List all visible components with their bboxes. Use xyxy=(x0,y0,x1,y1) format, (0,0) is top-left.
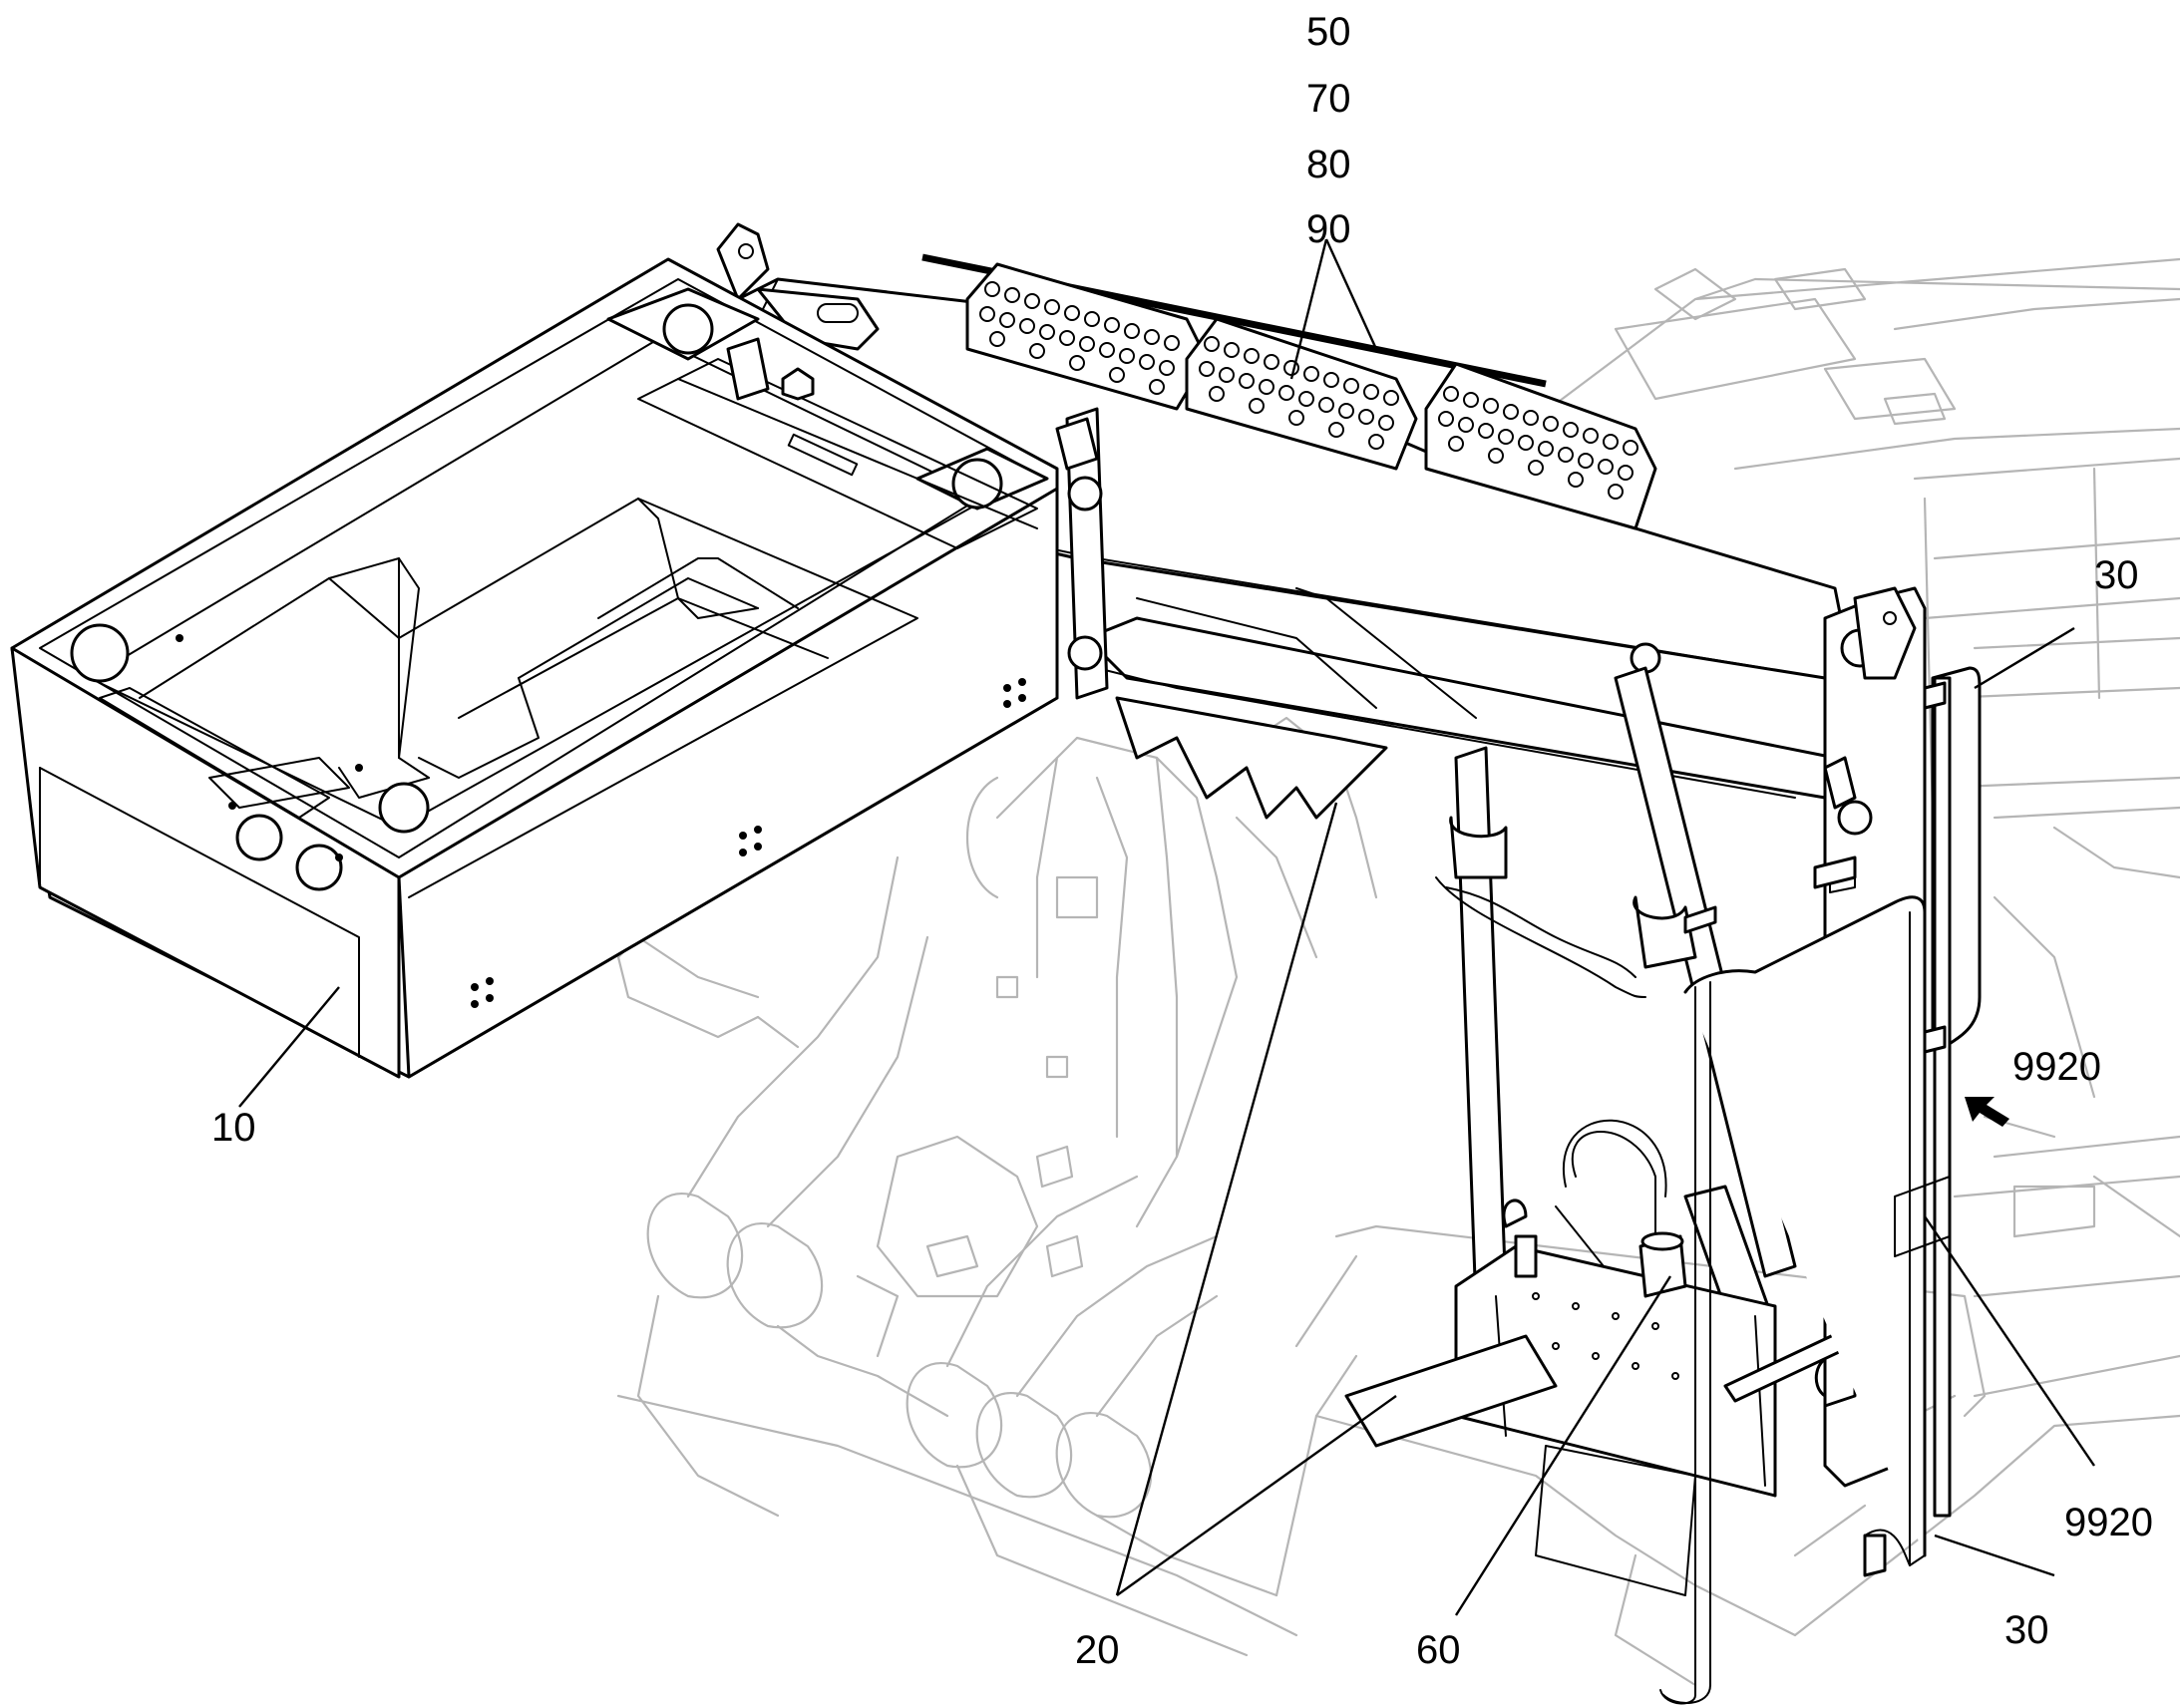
callout-9920-bottom: 9920 xyxy=(2064,1501,2153,1544)
callout-60: 60 xyxy=(1416,1628,1461,1672)
ghost-machine-frame xyxy=(616,257,2180,1687)
grating-strips xyxy=(921,253,1657,530)
view-direction-arrow xyxy=(1965,1097,2009,1127)
callout-30-top: 30 xyxy=(2094,553,2139,597)
callout-30-bottom: 30 xyxy=(2004,1608,2049,1652)
decal-panel xyxy=(1344,1176,1951,1596)
callout-90: 90 xyxy=(1306,207,1351,251)
tray-box-part xyxy=(10,257,1059,1079)
handrail-ladder xyxy=(1659,666,1982,1705)
callout-50: 50 xyxy=(1306,10,1351,54)
callout-20: 20 xyxy=(1075,1628,1120,1672)
leader-lines xyxy=(238,238,2095,1616)
callout-70: 70 xyxy=(1306,77,1351,121)
callout-10: 10 xyxy=(211,1106,256,1150)
callout-labels: 50 70 80 90 10 20 60 30 30 9920 9920 xyxy=(211,10,2153,1672)
filter-part xyxy=(1638,1231,1687,1298)
callout-9920-top: 9920 xyxy=(2012,1045,2101,1089)
callout-80: 80 xyxy=(1306,143,1351,186)
